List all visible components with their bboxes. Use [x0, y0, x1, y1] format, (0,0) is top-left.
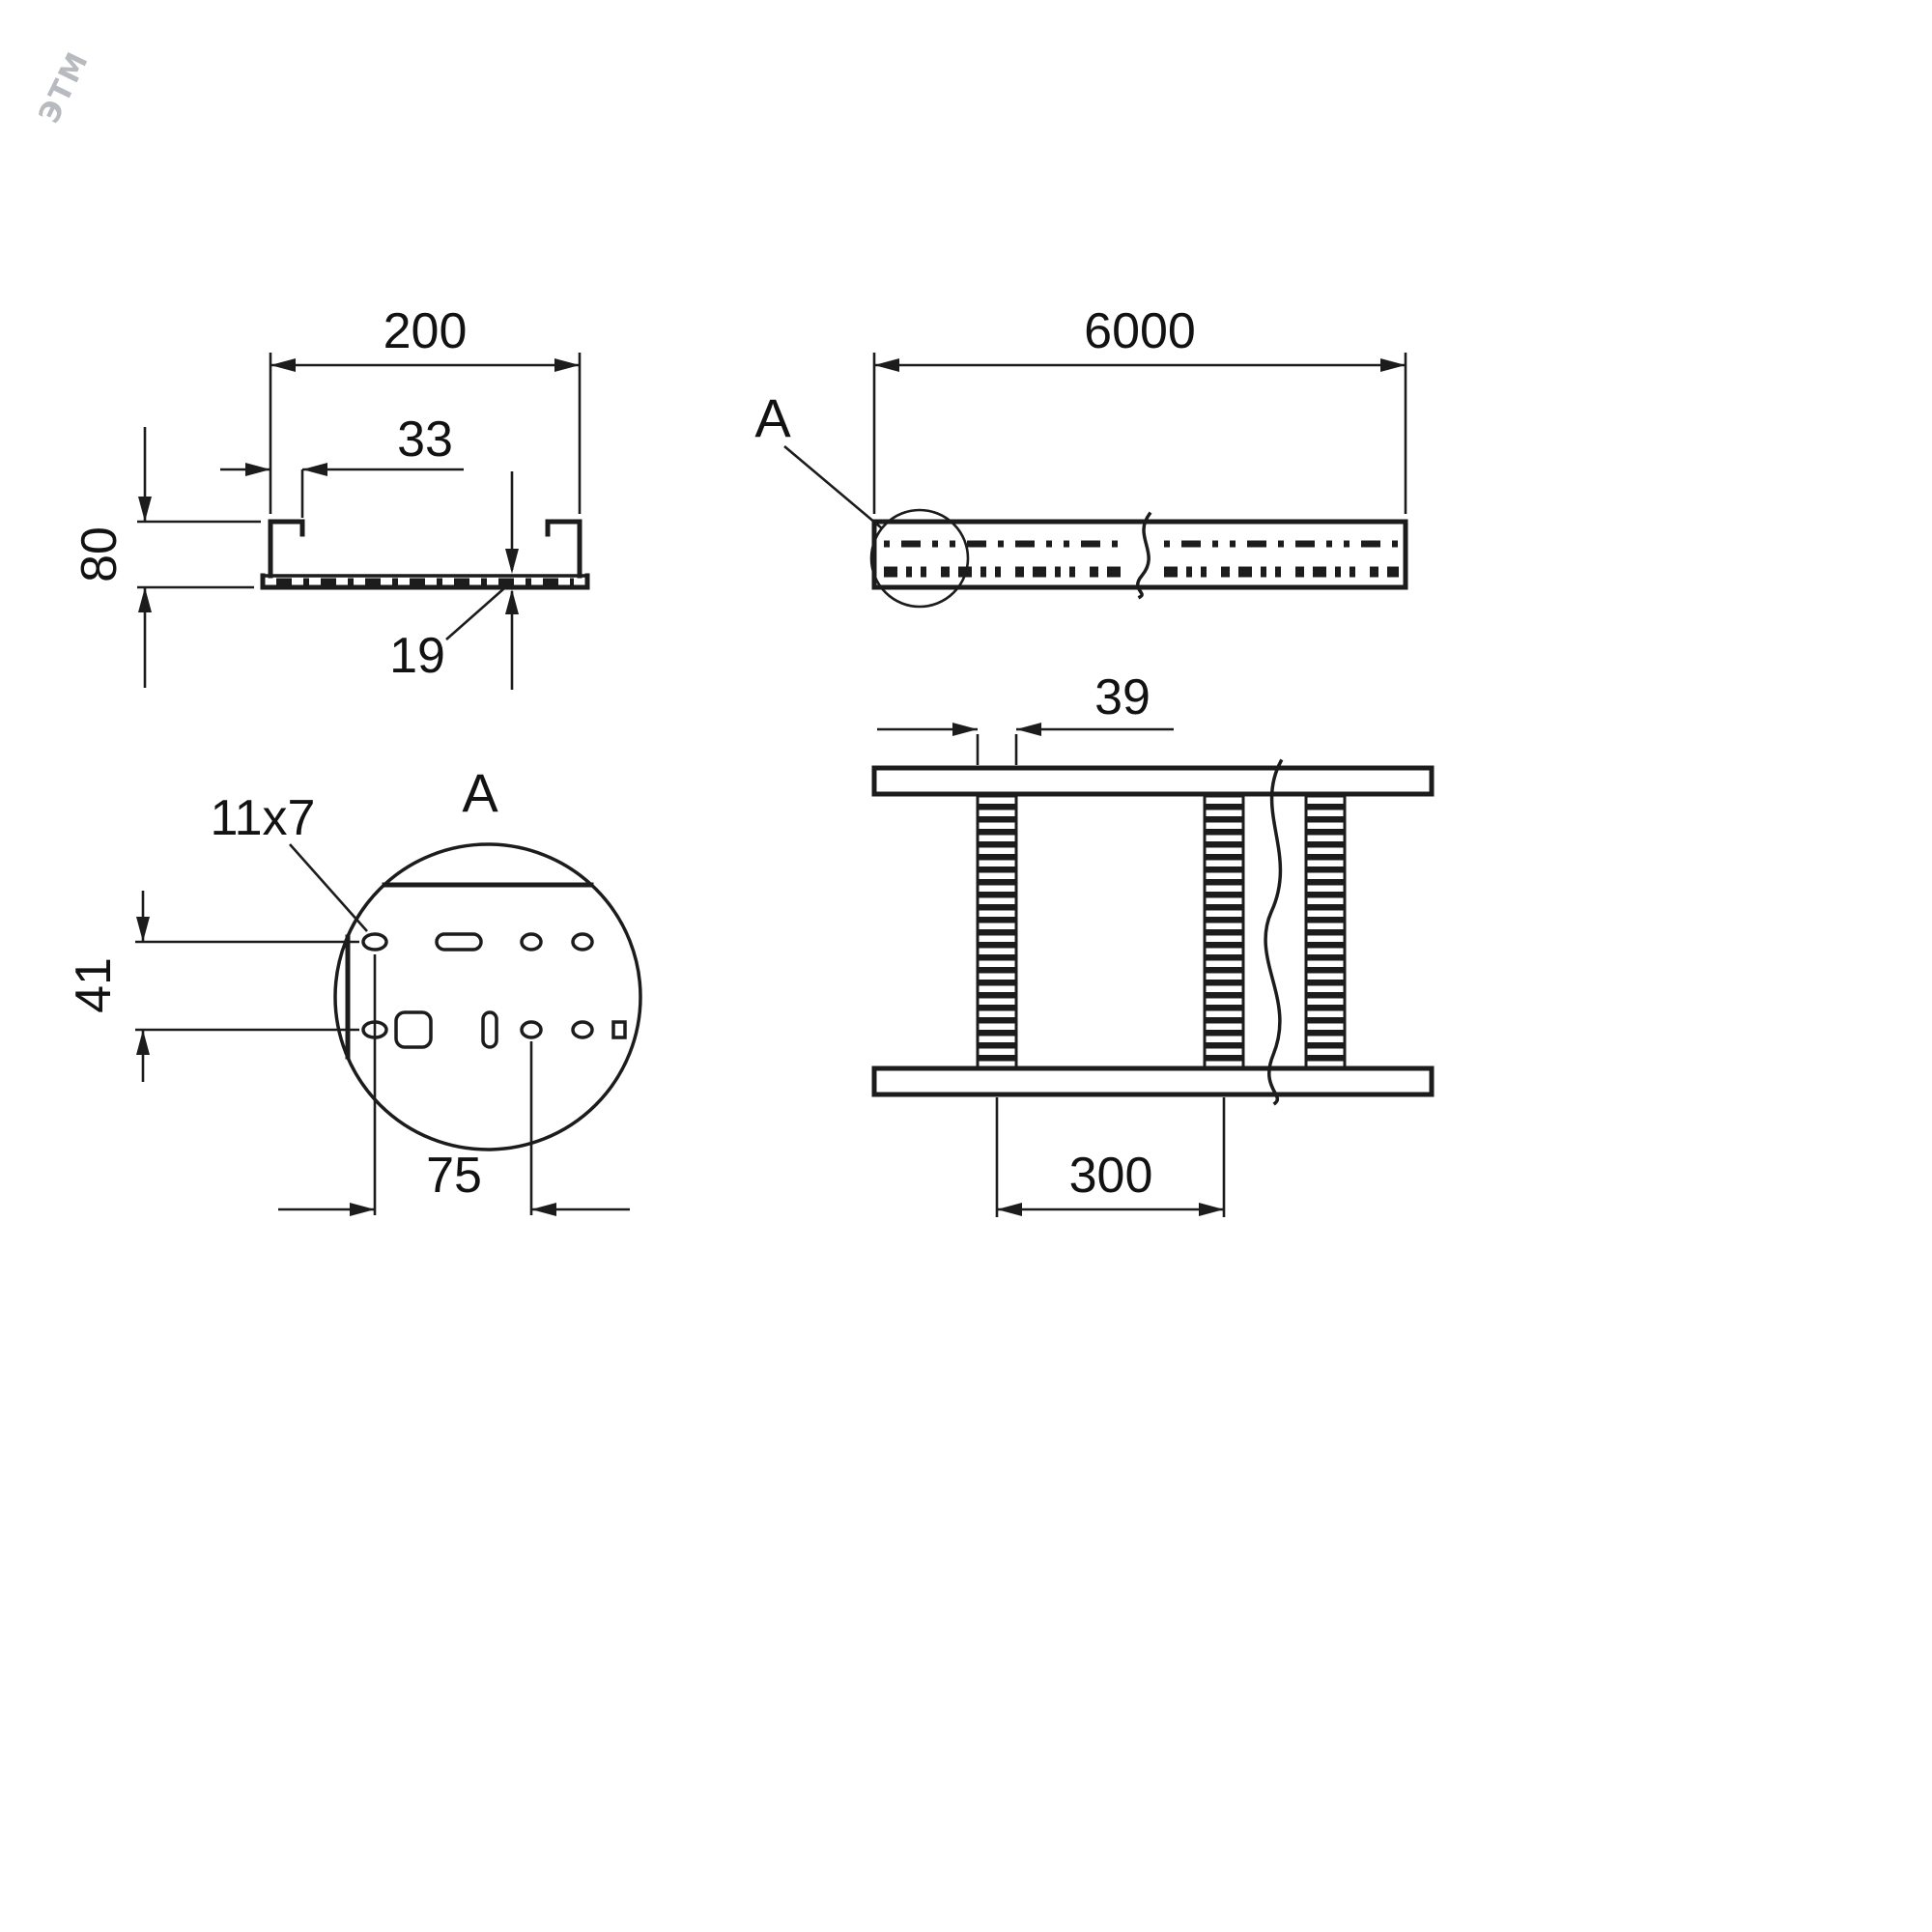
left-wall-with-lip: [268, 519, 305, 579]
rung: [1304, 792, 1347, 1070]
arrowhead-right: [952, 723, 978, 736]
rung: [1203, 792, 1245, 1070]
arrowhead-left: [270, 358, 296, 372]
oval-hole-11x7: [361, 932, 388, 952]
dim-300-label: 300: [1069, 1148, 1153, 1204]
detail-callout-a: A: [754, 387, 970, 609]
cross-section-profile: [260, 519, 590, 590]
arrowhead-down: [138, 497, 152, 522]
arrowhead-right: [554, 358, 580, 372]
arrowhead-up: [138, 587, 152, 612]
dim-200-label: 200: [384, 303, 468, 359]
clip-hole: [394, 1010, 433, 1049]
dim-11x7-label: 11x7: [211, 790, 316, 846]
detail-ref-label: A: [754, 387, 791, 448]
detail-a-holes: [361, 932, 627, 1049]
round-hole: [571, 1020, 594, 1039]
detail-callout-circle: [869, 508, 970, 609]
arrowhead-left: [997, 1203, 1022, 1216]
detail-a-circle: [333, 842, 642, 1151]
plan-view-body: [871, 758, 1435, 1106]
detail-leader-line: [783, 445, 883, 529]
rung: [976, 792, 1018, 1070]
arrowhead-right: [1380, 358, 1406, 372]
detail-a-view: A 11x7: [66, 762, 642, 1216]
dim-33-label: 33: [397, 412, 453, 468]
arrowhead-right: [1199, 1203, 1224, 1216]
side-view: 6000 A: [754, 303, 1408, 609]
dim-39: 39: [877, 669, 1174, 765]
top-rail: [871, 765, 1435, 797]
leader-line: [445, 581, 513, 640]
partial-hole: [611, 1020, 627, 1039]
arrowhead-left: [1016, 723, 1041, 736]
right-wall-with-lip: [545, 519, 582, 579]
leader-line: [289, 843, 368, 932]
dim-75: 75: [278, 954, 630, 1216]
plan-view: 39 300: [871, 669, 1435, 1217]
arrowhead-right: [350, 1203, 375, 1216]
arrowhead-left: [531, 1203, 556, 1216]
dim-39-label: 39: [1094, 669, 1151, 725]
arrowhead-up: [136, 1030, 150, 1055]
cross-section-view: 200 33 80 19: [71, 303, 590, 690]
dim-41-label: 41: [66, 957, 122, 1013]
break-line: [1136, 511, 1152, 600]
arrowhead-down: [136, 917, 150, 942]
vertical-slot-hole: [481, 1010, 498, 1049]
dim-80: 80: [71, 427, 261, 688]
round-hole: [520, 932, 543, 952]
bottom-rail: [871, 1065, 1435, 1097]
dim-200: 200: [269, 303, 582, 514]
dim-19: 19: [389, 471, 519, 690]
break-line: [1264, 758, 1284, 1106]
arrowhead-down: [505, 549, 519, 574]
bottom-plate-outline: [260, 573, 590, 590]
arrowhead-left: [874, 358, 899, 372]
arrowhead-left: [302, 463, 327, 476]
dim-41: 41: [66, 891, 359, 1082]
round-hole: [520, 1020, 543, 1039]
dim-6000: 6000: [872, 303, 1407, 514]
dim-300: 300: [995, 1097, 1226, 1217]
round-hole: [571, 932, 594, 952]
dim-33: 33: [220, 412, 464, 518]
dim-6000-label: 6000: [1084, 303, 1196, 359]
arrowhead-right: [245, 463, 270, 476]
slot-hole: [435, 932, 483, 952]
side-view-body: [871, 511, 1408, 600]
dim-11x7: 11x7: [211, 790, 368, 932]
dim-19-label: 19: [389, 628, 445, 684]
dim-75-label: 75: [426, 1148, 482, 1204]
detail-a-part-edges: [345, 882, 594, 1060]
dim-80-label: 80: [71, 526, 128, 582]
arrowhead-up: [505, 589, 519, 614]
detail-a-title: A: [462, 762, 498, 823]
